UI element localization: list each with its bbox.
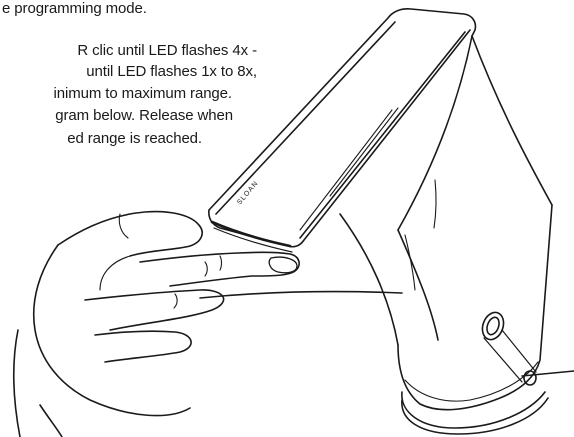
instruction-line-5: gram below. Release when [55, 107, 233, 124]
instruction-text-block: e programming mode. R clic until LED fla… [0, 0, 257, 200]
hand-illustration [12, 210, 300, 437]
instruction-line-3: until LED flashes 1x to 8x, [86, 63, 257, 80]
instruction-line-1: e programming mode. [2, 0, 147, 17]
faucet-body [208, 8, 553, 435]
instruction-line-6: ed range is reached. [67, 130, 202, 147]
sloan-brand-mark: SLOAN [236, 180, 260, 207]
instruction-line-4: inimum to maximum range. [53, 85, 233, 102]
sink-deck-line [199, 290, 403, 299]
sink-deck-line-right [521, 370, 574, 377]
instruction-line-2: R clic until LED flashes 4x - [77, 42, 257, 59]
